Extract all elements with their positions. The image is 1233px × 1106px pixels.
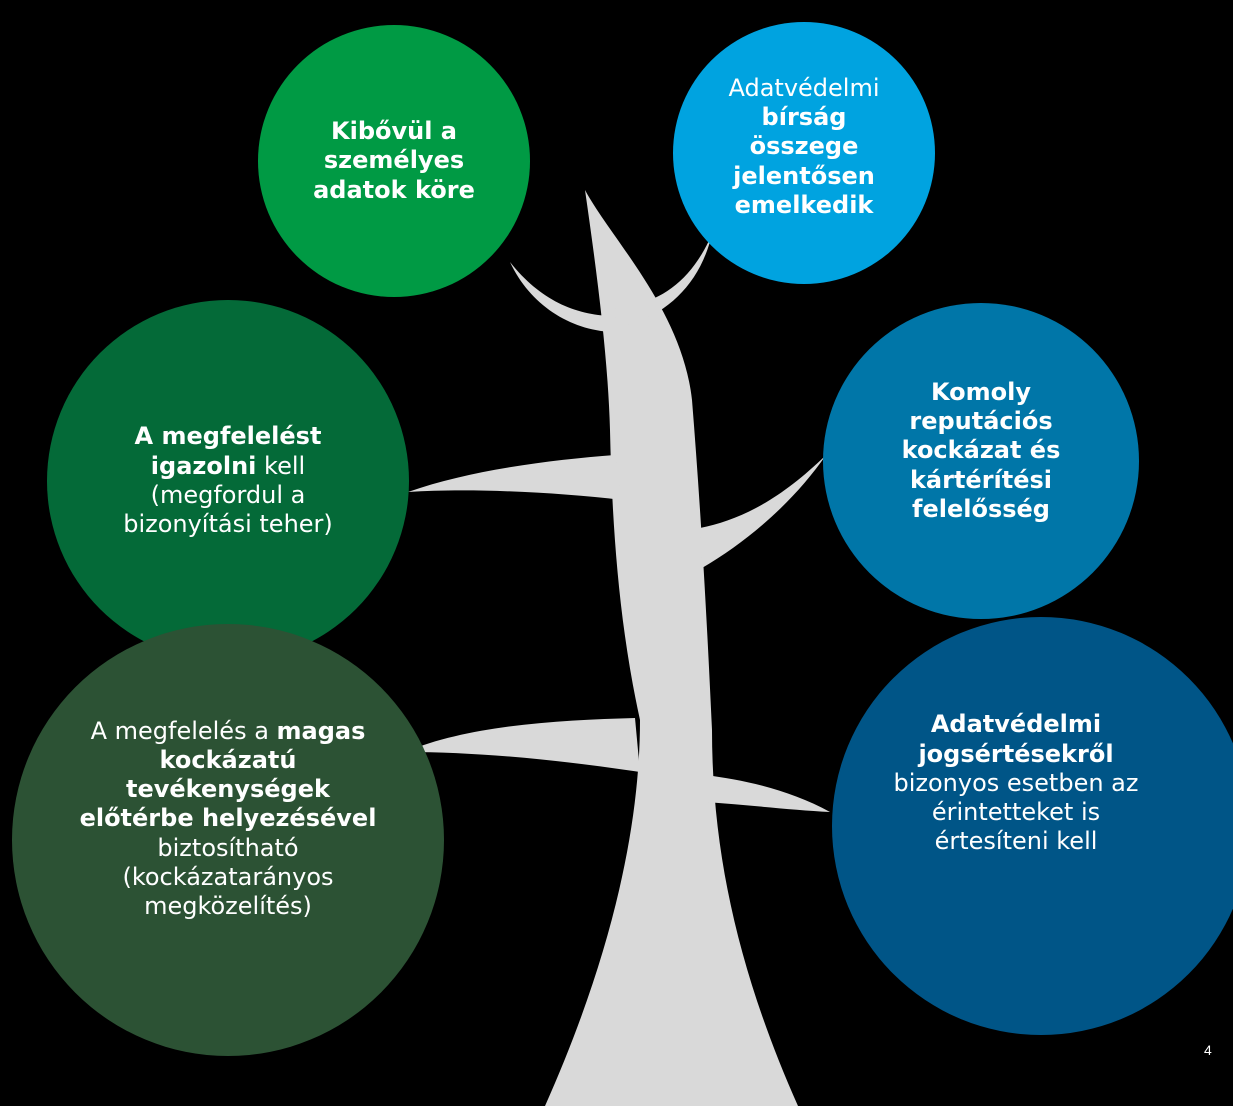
bubble-fine-amount: Adatvédelmi bírság összege jelentősen em…	[673, 22, 935, 284]
bubble-personal-data-scope: Kibővül a személyes adatok köre	[258, 25, 530, 297]
tree-trunk	[545, 190, 798, 1106]
branch-top-right	[615, 234, 712, 328]
branch-mid-left	[408, 455, 622, 500]
bubble-top-right-normal: Adatvédelmi	[728, 73, 880, 102]
bubble-bottom-right-bold: Adatvédelmi jogsértésekről	[918, 710, 1114, 768]
branch-top-left	[510, 262, 612, 332]
bubble-top-left-bold: Kibővül a személyes adatok köre	[313, 117, 475, 204]
bubble-high-risk-activities: A megfelelés a magas kockázatú tevékenys…	[12, 624, 444, 1056]
bubble-mid-right-bold: Komoly reputációs kockázat és kártérítés…	[901, 377, 1061, 523]
bubble-top-right-bold: bírság összege jelentősen emelkedik	[733, 103, 875, 219]
bubble-bottom-left-normal1: A megfelelés a	[90, 716, 277, 745]
bubble-mid-left-bold: A megfelelést igazolni	[134, 422, 322, 480]
branch-bottom-left	[405, 718, 640, 772]
branch-mid-right	[700, 455, 826, 568]
bubble-bottom-left-normal2: biztosítható (kockázatarányos megközelít…	[122, 833, 334, 921]
bubble-reputation-risk: Komoly reputációs kockázat és kártérítés…	[823, 303, 1139, 619]
bubble-bottom-right-normal: bizonyos esetben az érintetteket is érte…	[893, 768, 1139, 856]
branch-bottom-right	[705, 775, 830, 812]
bubble-bottom-left-bold: magas kockázatú tevékenységek előtérbe h…	[79, 716, 377, 833]
bubble-mid-left-normal: kell (megfordul a bizonyítási teher)	[123, 451, 333, 539]
bubble-compliance-proof: A megfelelést igazolni kell (megfordul a…	[47, 300, 409, 662]
page-number: 4	[1204, 1042, 1212, 1058]
bubble-breach-notification: Adatvédelmi jogsértésekről bizonyos eset…	[832, 617, 1233, 1035]
